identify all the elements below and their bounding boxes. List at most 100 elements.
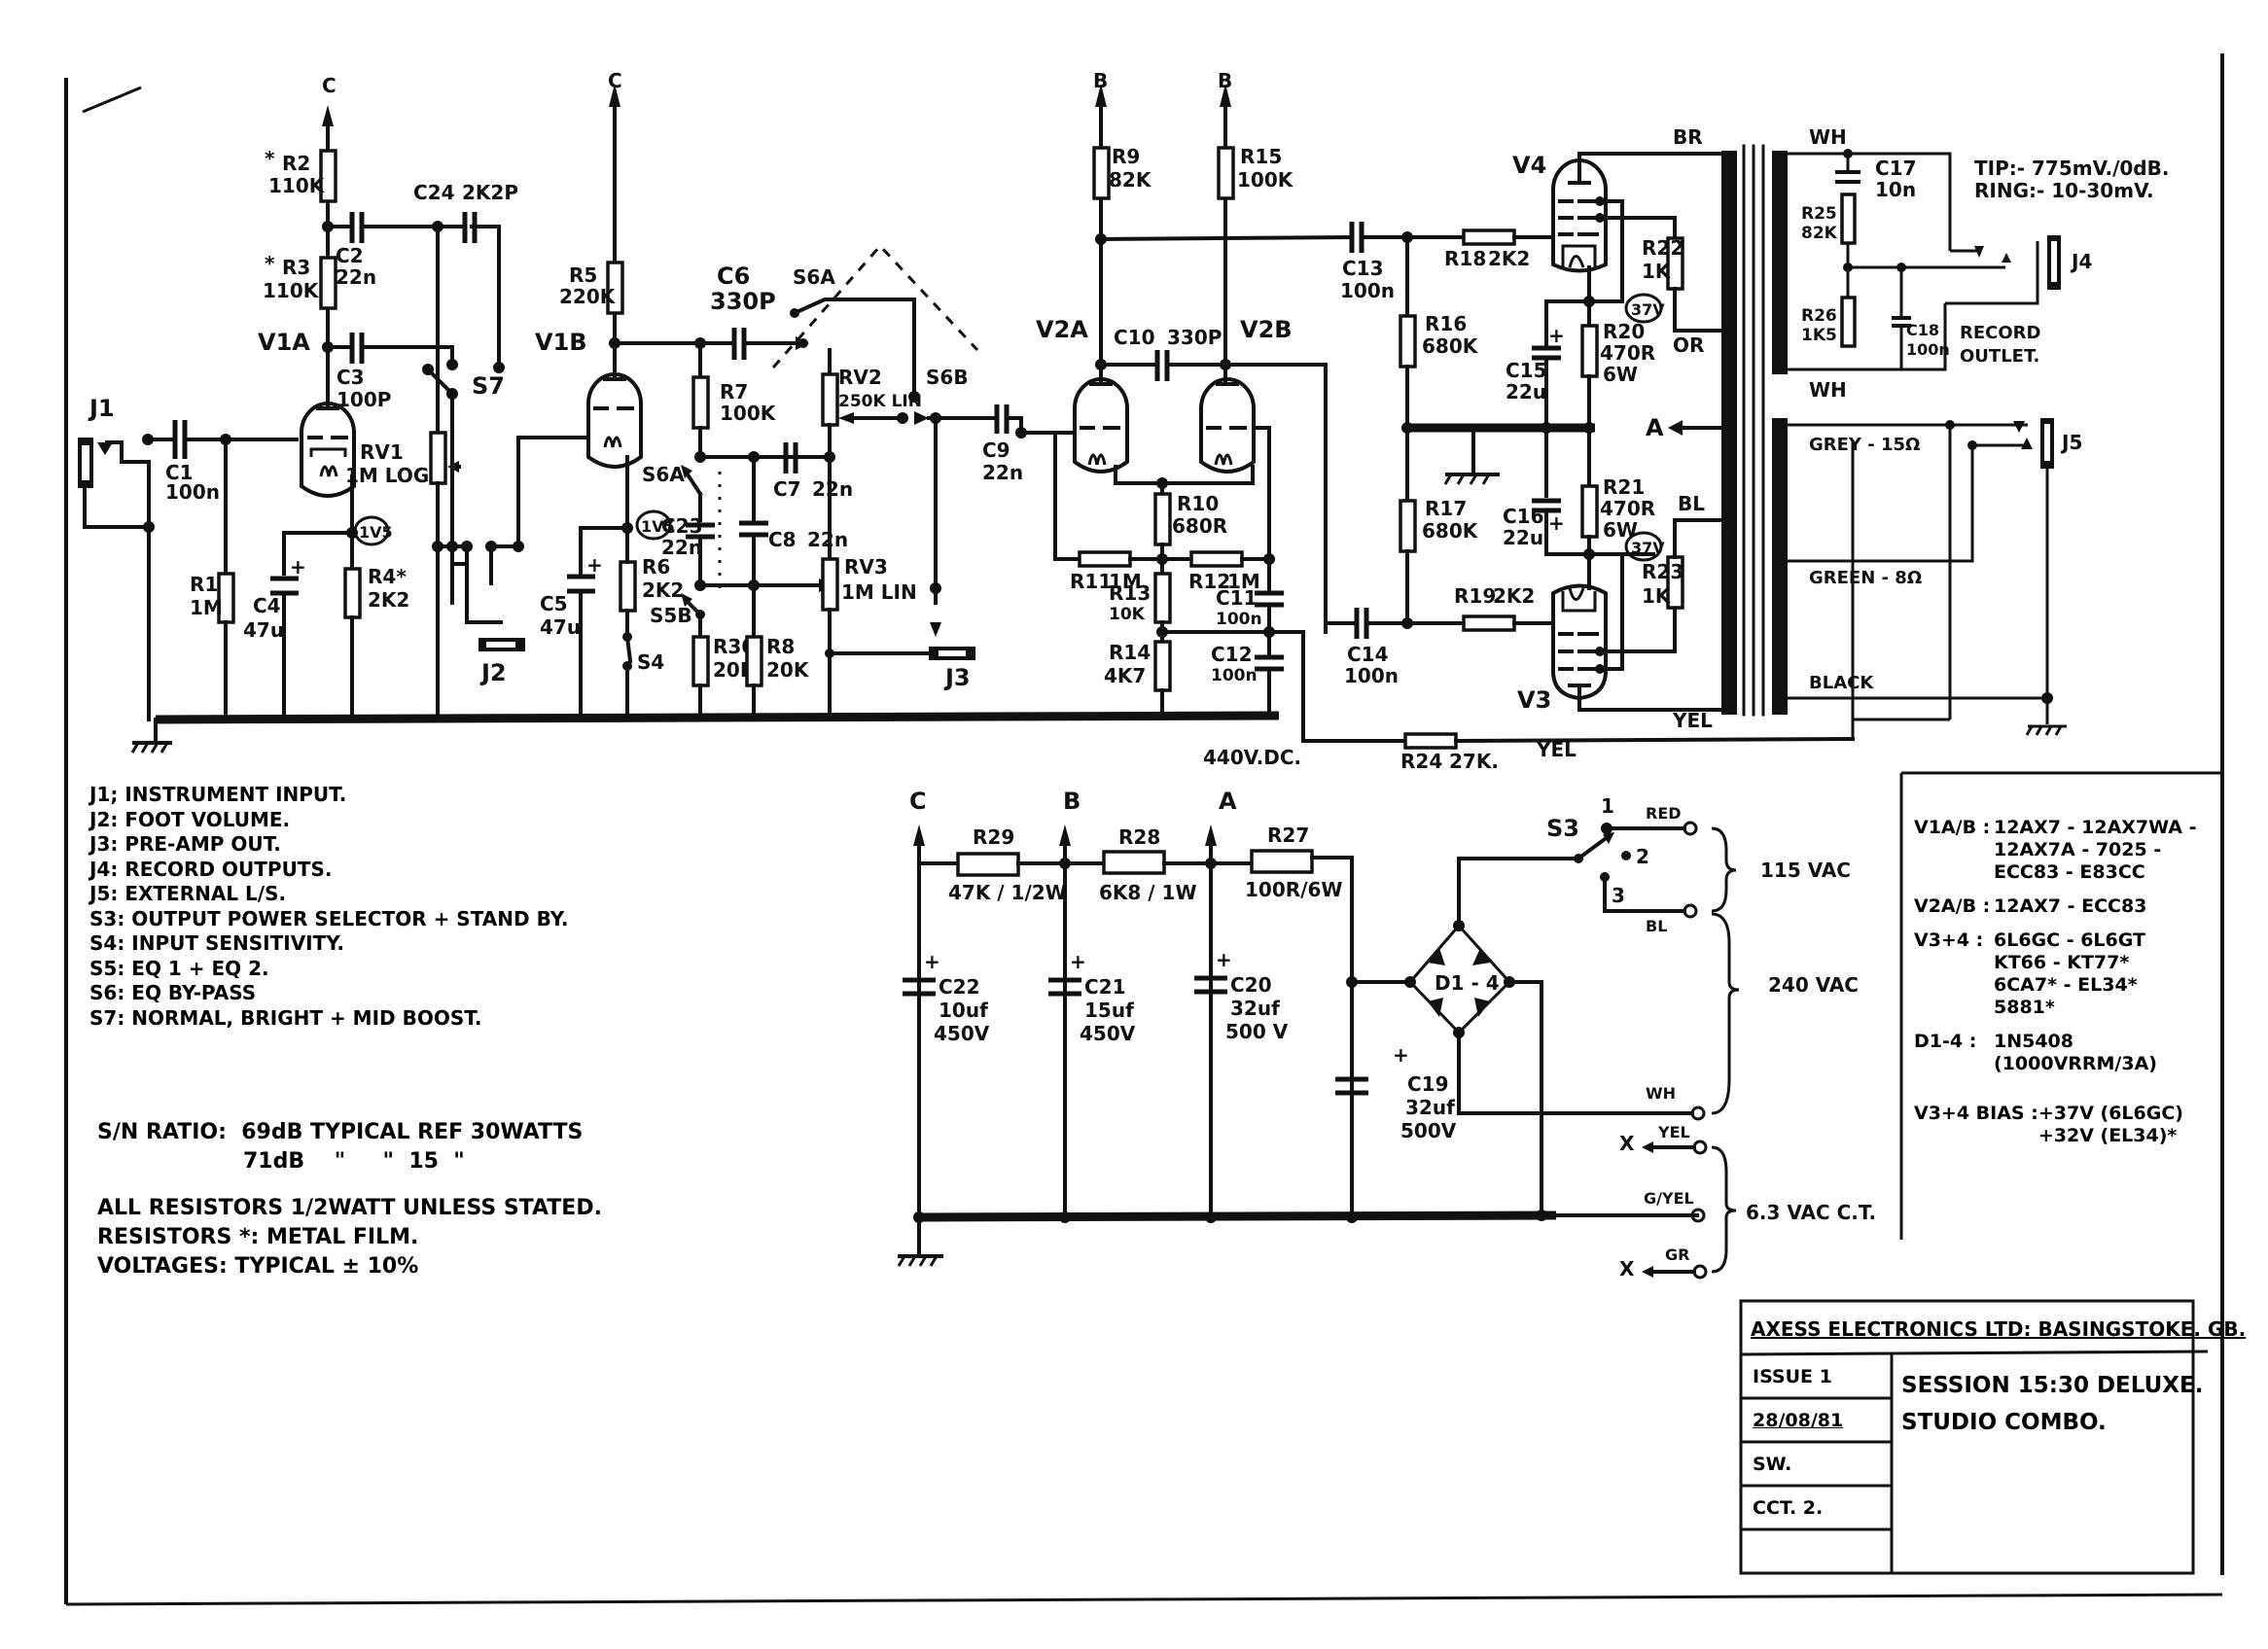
label-s6a-top: S6A [793,265,835,289]
label-v2a: V2A [1036,316,1088,343]
resistor-r13 [1153,572,1172,624]
label-c16: C16 [1503,505,1544,528]
tube-spec-values: 12AX7 - ECC83 [1994,895,2146,918]
resistor-r5 [606,261,624,315]
ground-symbol-bias [1443,426,1500,485]
plus-c20: + [1216,948,1232,971]
label-j4: J4 [2070,250,2092,273]
record-outlet-line1: RECORD [1960,323,2040,343]
ground-bus-preamp [155,711,1280,724]
label-c22: C22 [939,975,980,999]
value-c7: 22n [812,477,853,501]
ground-bus-psu [918,1210,1557,1222]
legend-item: J5: EXTERNAL L/S. [89,882,287,905]
label-c12: C12 [1211,643,1253,666]
label-rv1: RV1 [360,440,404,464]
legend-item: S7: NORMAL, BRIGHT + MID BOOST. [89,1005,482,1030]
label-r4: R4* [368,565,407,588]
value-r25: 82K [1801,224,1838,243]
supply-arrow-c [913,824,925,846]
resistor-r20 [1580,324,1599,378]
resistor-r27 [1250,849,1314,874]
label-r5: R5 [569,263,597,287]
voltage-v1b-cathode: 1V5 [641,517,675,536]
label-s7: S7 [472,372,505,400]
label-r8: R8 [766,635,795,658]
sn-line2-db: 71dB [243,1149,305,1174]
rail-ps-a: A [1219,788,1237,815]
plus-c22: + [924,950,940,973]
wire-yel-psu: YEL [1657,1123,1690,1141]
s3-pos-2: 2 [1636,845,1649,868]
tube-spec-label: D1-4 : [1914,1031,1977,1052]
s3-pos-3: 3 [1612,884,1625,907]
tube-spec-entry: V3+4 BIAS :+37V (6L6GC)+32V (EL34)* [1914,1103,2215,1147]
label-r15: R15 [1240,145,1282,168]
switch-s4 [624,634,633,664]
resistor-r25 [1840,193,1857,245]
label-r14: R14 [1109,641,1151,664]
brace-115vac [1711,826,1737,913]
specs: S/N RATIO: 69dB TYPICAL REF 30WATTS 71dB… [97,1118,602,1281]
label-r22: R22 [1642,236,1683,260]
voltage-ring-v4 [1624,293,1663,324]
supply-arrow-v2a [1095,84,1107,107]
value-c19: 32uf [1405,1096,1455,1119]
tube-spec-label: V1A/B : [1914,817,1991,838]
record-outlet-line2: OUTLET. [1960,346,2039,367]
label-r9: R9 [1112,145,1140,168]
value-c23: 22n [661,536,702,559]
value-r13: 10K [1109,605,1146,624]
volt-c21: 450V [1080,1022,1136,1045]
wire-yel-plate: YEL [1672,709,1713,732]
ditto-2: " [382,1149,395,1174]
value-r26: 1K5 [1801,326,1837,345]
wire-bl-psu: BL [1646,917,1667,935]
legend-item: J1; INSTRUMENT INPUT. [89,783,347,806]
value-c16: 22u [1503,526,1543,549]
wire-red: RED [1646,804,1682,823]
label-r11: R11 [1070,570,1112,593]
tube-spec-line: +32V (EL34)* [2038,1125,2178,1146]
value-r21: 470R [1600,497,1655,520]
label-r28: R28 [1118,825,1160,849]
wire-wh-top: WH [1809,125,1847,149]
value-c4: 47u [243,618,284,642]
tube-v1b [586,363,643,469]
label-r19: R19 [1454,584,1496,608]
value-rv2: 250K LIN [838,392,922,411]
tube-spec-line: 12AX7A - 7025 - [1994,839,2162,860]
label-r13: R13 [1109,581,1151,605]
circuit-number: CCT. 2. [1753,1497,1824,1519]
voltage-tolerance-note: VOLTAGES: TYPICAL ± 10% [97,1254,419,1279]
supply-arrow-v2b [1220,84,1231,107]
label-r12: R12 [1188,570,1230,593]
label-c17: C17 [1875,157,1917,180]
tube-spec-values: +37V (6L6GC)+32V (EL34)* [2038,1103,2183,1147]
legend-item: J2: FOOT VOLUME. [89,807,291,831]
value-c17: 10n [1875,178,1916,201]
value-c21: 15uf [1084,999,1134,1022]
title-line2: STUDIO COMBO. [1901,1410,2107,1435]
wire-gr-psu: GR [1665,1246,1689,1264]
resistor-r24 [1403,732,1458,750]
label-c5: C5 [540,592,568,615]
plus-c15: + [1548,324,1565,347]
power-r20: 6W [1603,363,1638,386]
tube-spec-values: 1N5408(1000VRRM/3A) [1994,1031,2157,1075]
label-s5b: S5B [650,604,692,627]
label-c19: C19 [1407,1072,1449,1096]
value-r17: 680K [1422,519,1479,543]
rail-ps-b: B [1063,788,1081,815]
label-r27: R27 [1267,824,1309,847]
value-rv3: 1M LIN [841,580,917,604]
rail-v2a: B [1093,69,1108,92]
rail-ps-c: C [909,788,927,815]
plus-c4: + [290,555,306,579]
tube-spec-entry: V1A/B :12AX7 - 12AX7WA -12AX7A - 7025 -E… [1914,817,2215,884]
value-r20: 470R [1600,341,1655,365]
drawn-by: SW. [1753,1454,1792,1475]
resistor-r2 [319,149,337,203]
tube-spec-line: 5881* [1994,997,2055,1018]
